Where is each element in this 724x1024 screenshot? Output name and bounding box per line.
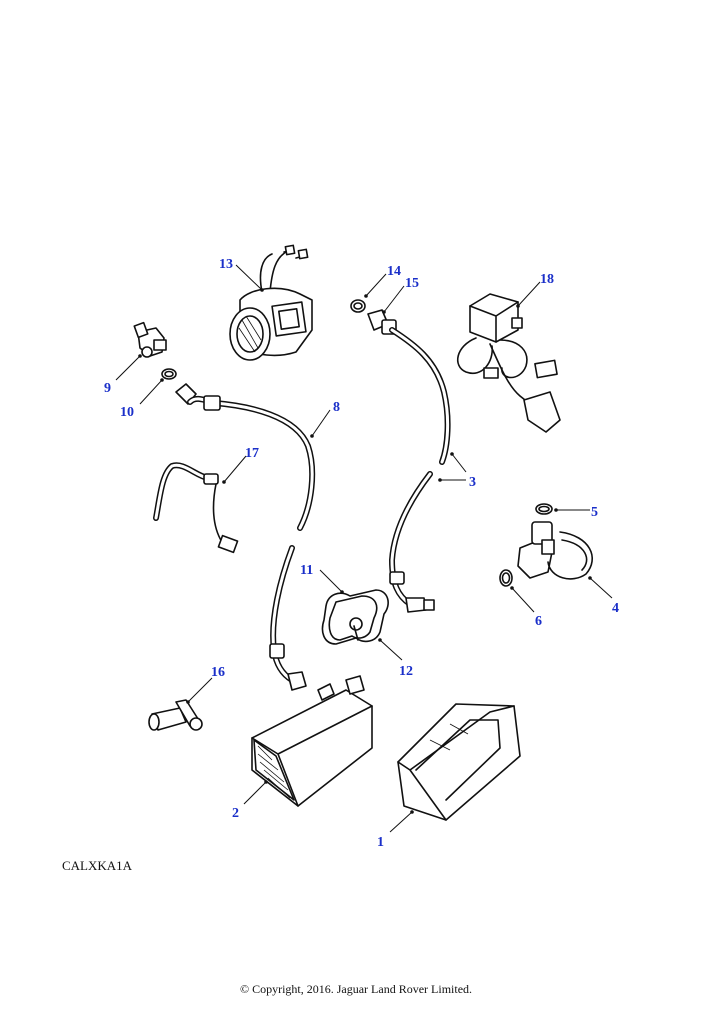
- callout-14: 14: [387, 264, 401, 279]
- callout-9: 9: [104, 381, 111, 396]
- valve-part: [133, 321, 167, 358]
- o-ring-part-6: [499, 569, 513, 587]
- t-connector-part: [148, 699, 203, 731]
- grommet-seal-part: [321, 589, 389, 645]
- expansion-valve-part: [517, 521, 593, 580]
- callout-6: 6: [535, 614, 542, 629]
- hose-part-8: [175, 383, 316, 691]
- callout-5: 5: [591, 505, 598, 520]
- o-ring-part: [161, 368, 177, 380]
- callout-4: 4: [612, 601, 619, 616]
- evaporator-part: [251, 675, 373, 807]
- callout-1: 1: [377, 835, 384, 850]
- o-ring-part-14: [350, 299, 366, 313]
- callout-16: 16: [211, 665, 225, 680]
- callout-12: 12: [399, 664, 413, 679]
- callout-13: 13: [219, 257, 233, 272]
- callout-leaders: [115, 264, 613, 833]
- callout-11: 11: [300, 563, 313, 578]
- o-ring-part-5: [535, 503, 553, 515]
- callout-3: 3: [469, 475, 476, 490]
- diagram-reference-code: CALXKA1A: [62, 858, 133, 873]
- callout-18: 18: [540, 272, 554, 287]
- relay-harness-part: [456, 293, 561, 433]
- callout-15: 15: [405, 276, 419, 291]
- blower-motor-part: [229, 244, 313, 361]
- callout-8: 8: [333, 400, 340, 415]
- copyright-notice: © Copyright, 2016. Jaguar Land Rover Lim…: [240, 982, 472, 996]
- callout-2: 2: [232, 806, 239, 821]
- housing-tray-part: [397, 703, 521, 821]
- callout-10: 10: [120, 405, 134, 420]
- hose-part-3: [388, 327, 451, 613]
- harness-lead-part: [153, 462, 239, 554]
- callout-17: 17: [245, 446, 259, 461]
